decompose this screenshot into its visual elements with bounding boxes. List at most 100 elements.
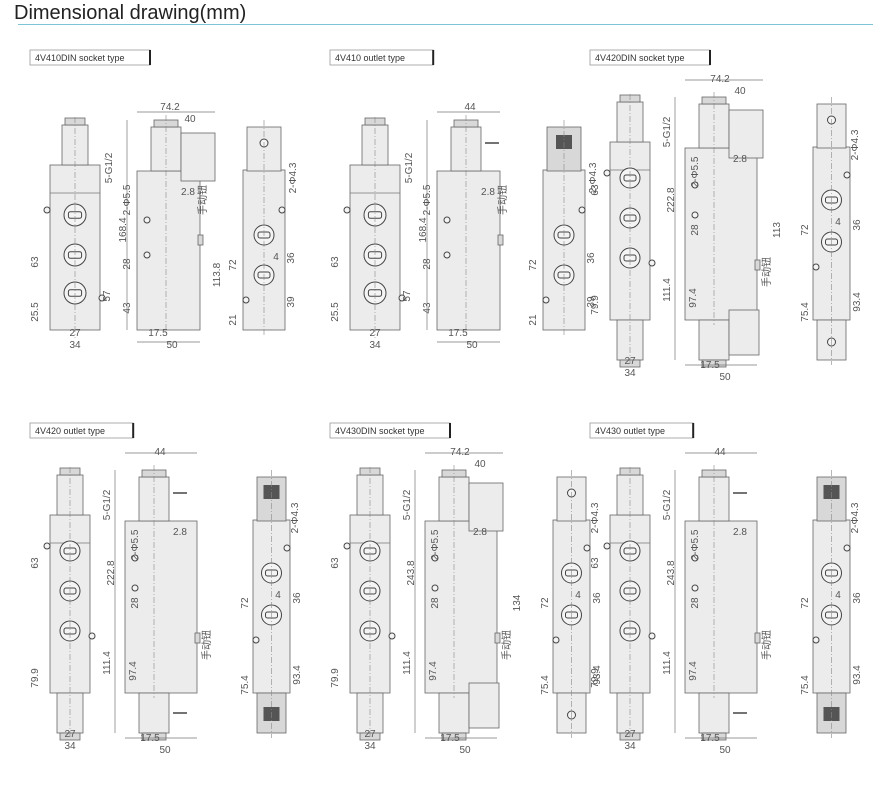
dimension-label-f-base: 79.9: [590, 668, 601, 688]
dimension-label-f-base: 79.9: [590, 295, 601, 315]
side-view-body: [124, 520, 198, 694]
dimension-label-h-base: 43: [422, 302, 433, 314]
panel-label: 4V410DIN socket type: [35, 53, 125, 63]
mount-hole: [43, 206, 51, 214]
dimension-label-mount-hole: 2-Φ5.5: [430, 529, 441, 560]
mount-hole: [691, 181, 699, 189]
dimension-label-h-total: 222.8: [106, 560, 117, 585]
dimension-label-h-total: 243.8: [666, 560, 677, 585]
mount-hole: [43, 542, 51, 550]
dimension-label-r-h4: 75.4: [240, 675, 251, 695]
dimension-label-r-h4: 75.4: [540, 675, 551, 695]
dimension-label-manual: 手动钮: [200, 630, 213, 660]
dimension-label-mount-hole: 2-Φ5.5: [690, 529, 701, 560]
dimension-label-w-coil: 40: [184, 114, 196, 125]
dimension-label-r-h1: 72: [240, 597, 251, 609]
manual-button: [754, 632, 761, 644]
mount-hole: [143, 251, 151, 259]
dimension-label-h-base: 43: [122, 302, 133, 314]
dimension-label-r-h3: 93.4: [292, 665, 303, 685]
dimension-label-r-h4: 75.4: [800, 302, 811, 322]
mount-hole: [283, 544, 291, 552]
dimension-label-h-base: 97.4: [128, 661, 139, 681]
dimension-label-r-h2: 36: [292, 592, 303, 604]
dimension-label-offset: 2.8: [733, 154, 747, 165]
dimension-label-f-w2: 34: [369, 340, 381, 351]
dimension-label-manual: 手动钮: [500, 630, 513, 660]
side-view-body: [684, 147, 758, 321]
dimension-label-f-ports: 63: [590, 184, 601, 196]
dimension-label-r-gap: 4: [275, 590, 281, 601]
dimension-label-h-hole: 28: [690, 224, 701, 236]
dimension-label-f-right: 57: [102, 290, 113, 302]
dimension-label-s-w2: 50: [459, 745, 471, 756]
mount-hole: [578, 206, 586, 214]
dimension-label-r-gap: 4: [273, 252, 279, 263]
mount-hole: [343, 542, 351, 550]
dimension-label-w-total: 74.2: [450, 447, 470, 458]
dimension-label-f-base: 79.9: [330, 668, 341, 688]
mount-hole: [691, 211, 699, 219]
dimension-label-f-w2: 34: [69, 340, 81, 351]
mount-hole: [431, 554, 439, 562]
panel-label: 4V420 outlet type: [35, 426, 105, 436]
dimension-label-h-base: 97.4: [688, 288, 699, 308]
dimension-label-r-h2: 36: [852, 592, 863, 604]
dimension-label-r-h2: 36: [852, 219, 863, 231]
dimension-label-manual: 手动钮: [496, 185, 509, 215]
dimension-label-r-h4: 75.4: [800, 675, 811, 695]
dimension-label-offset: 2.8: [473, 527, 487, 538]
manual-button: [754, 259, 761, 271]
mount-hole: [843, 544, 851, 552]
dimension-label-w-total: 44: [464, 102, 476, 113]
dimension-label-offset: 2.8: [733, 527, 747, 538]
dimension-label-r-h3: 93.4: [592, 665, 603, 685]
dimension-label-r-gap: 4: [835, 590, 841, 601]
dimension-label-r-gap: 4: [575, 590, 581, 601]
dimension-label-s-w2: 50: [466, 340, 478, 351]
side-coil: [698, 692, 730, 734]
dimension-label-s-w1: 17.5: [448, 328, 468, 339]
dimension-label-f-right: 111.4: [662, 278, 673, 302]
dimension-label-h-base: 97.4: [688, 661, 699, 681]
dimension-label-r-h1: 72: [540, 597, 551, 609]
dimension-label-f-ports: 63: [330, 557, 341, 569]
dimension-label-port-thread: 5-G1/2: [104, 152, 115, 183]
panel-label: 4V430 outlet type: [595, 426, 665, 436]
dimension-label-h-hole: 28: [690, 597, 701, 609]
mount-hole: [691, 554, 699, 562]
dimension-label-r-h2: 36: [592, 592, 603, 604]
dimension-label-s-w1: 17.5: [700, 733, 720, 744]
mount-hole: [343, 206, 351, 214]
dimension-label-mount-hole: 2-Φ5.5: [690, 156, 701, 187]
dimension-label-port-thread: 5-G1/2: [662, 489, 673, 520]
dimension-label-f-w1: 27: [69, 328, 81, 339]
dimension-label-r-h2: 36: [586, 252, 597, 264]
mount-hole: [131, 584, 139, 592]
side-view-body: [684, 520, 758, 694]
coil-cap: [701, 359, 727, 368]
mount-hole: [88, 632, 96, 640]
panel-label: 4V430DIN socket type: [335, 426, 425, 436]
dimension-label-offset: 2.8: [181, 187, 195, 198]
dimension-label-w-total: 74.2: [160, 102, 180, 113]
dimension-label-r-h1: 72: [800, 597, 811, 609]
dimension-label-h-total: 222.8: [666, 187, 677, 212]
dimension-label-f-base: 79.9: [30, 668, 41, 688]
dimension-label-r-gap: 4: [835, 217, 841, 228]
dimension-label-manual: 手动钮: [196, 185, 209, 215]
dimension-label-f-w2: 34: [624, 368, 636, 379]
dimension-label-f-w1: 27: [369, 328, 381, 339]
dimension-label-r-h4: 21: [228, 314, 239, 326]
dimension-label-r-hole: 2-Φ4.3: [588, 162, 599, 193]
mount-hole: [398, 294, 406, 302]
mount-hole: [648, 632, 656, 640]
dimension-label-port-thread: 5-G1/2: [404, 152, 415, 183]
dimension-label-r-hole: 2-Φ4.3: [290, 502, 301, 533]
dimension-label-h-total: 168.4: [118, 217, 129, 242]
dimension-label-f-right: 111.4: [662, 651, 673, 675]
